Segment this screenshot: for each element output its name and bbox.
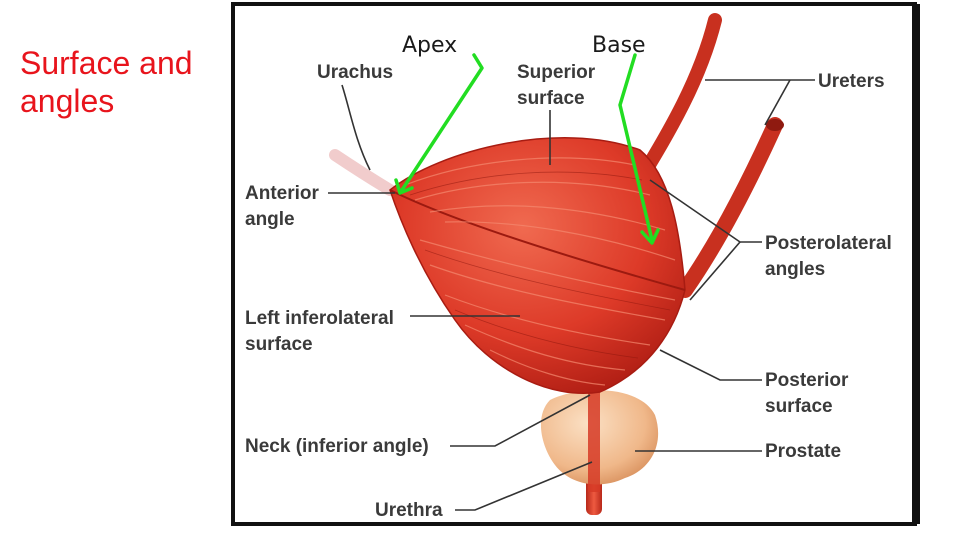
label-neck: Neck (inferior angle) bbox=[245, 436, 429, 457]
label-left-inferolateral-line1: Left inferolateral bbox=[245, 308, 394, 329]
label-anterior-line2: angle bbox=[245, 209, 295, 230]
label-posterior-line1: Posterior bbox=[765, 370, 849, 391]
slide-title: Surface and angles bbox=[20, 44, 235, 120]
label-urethra: Urethra bbox=[375, 500, 443, 521]
callout-base: Base bbox=[592, 33, 646, 58]
label-superior-line1: Superior bbox=[517, 62, 596, 83]
label-superior-line2: surface bbox=[517, 88, 585, 109]
bladder-diagram: Urachus Superior surface Ureters Anterio… bbox=[230, 0, 920, 535]
label-left-inferolateral-line2: surface bbox=[245, 334, 313, 355]
label-prostate: Prostate bbox=[765, 441, 841, 462]
label-anterior-line1: Anterior bbox=[245, 183, 320, 204]
label-urachus: Urachus bbox=[317, 62, 393, 83]
slide-title-line-1: Surface and bbox=[20, 44, 235, 82]
label-ureters: Ureters bbox=[818, 71, 885, 92]
label-posterolateral-line2: angles bbox=[765, 259, 825, 280]
label-posterolateral-line1: Posterolateral bbox=[765, 233, 892, 254]
slide-title-line-2: angles bbox=[20, 82, 235, 120]
callout-apex: Apex bbox=[402, 33, 457, 58]
label-posterior-line2: surface bbox=[765, 396, 833, 417]
